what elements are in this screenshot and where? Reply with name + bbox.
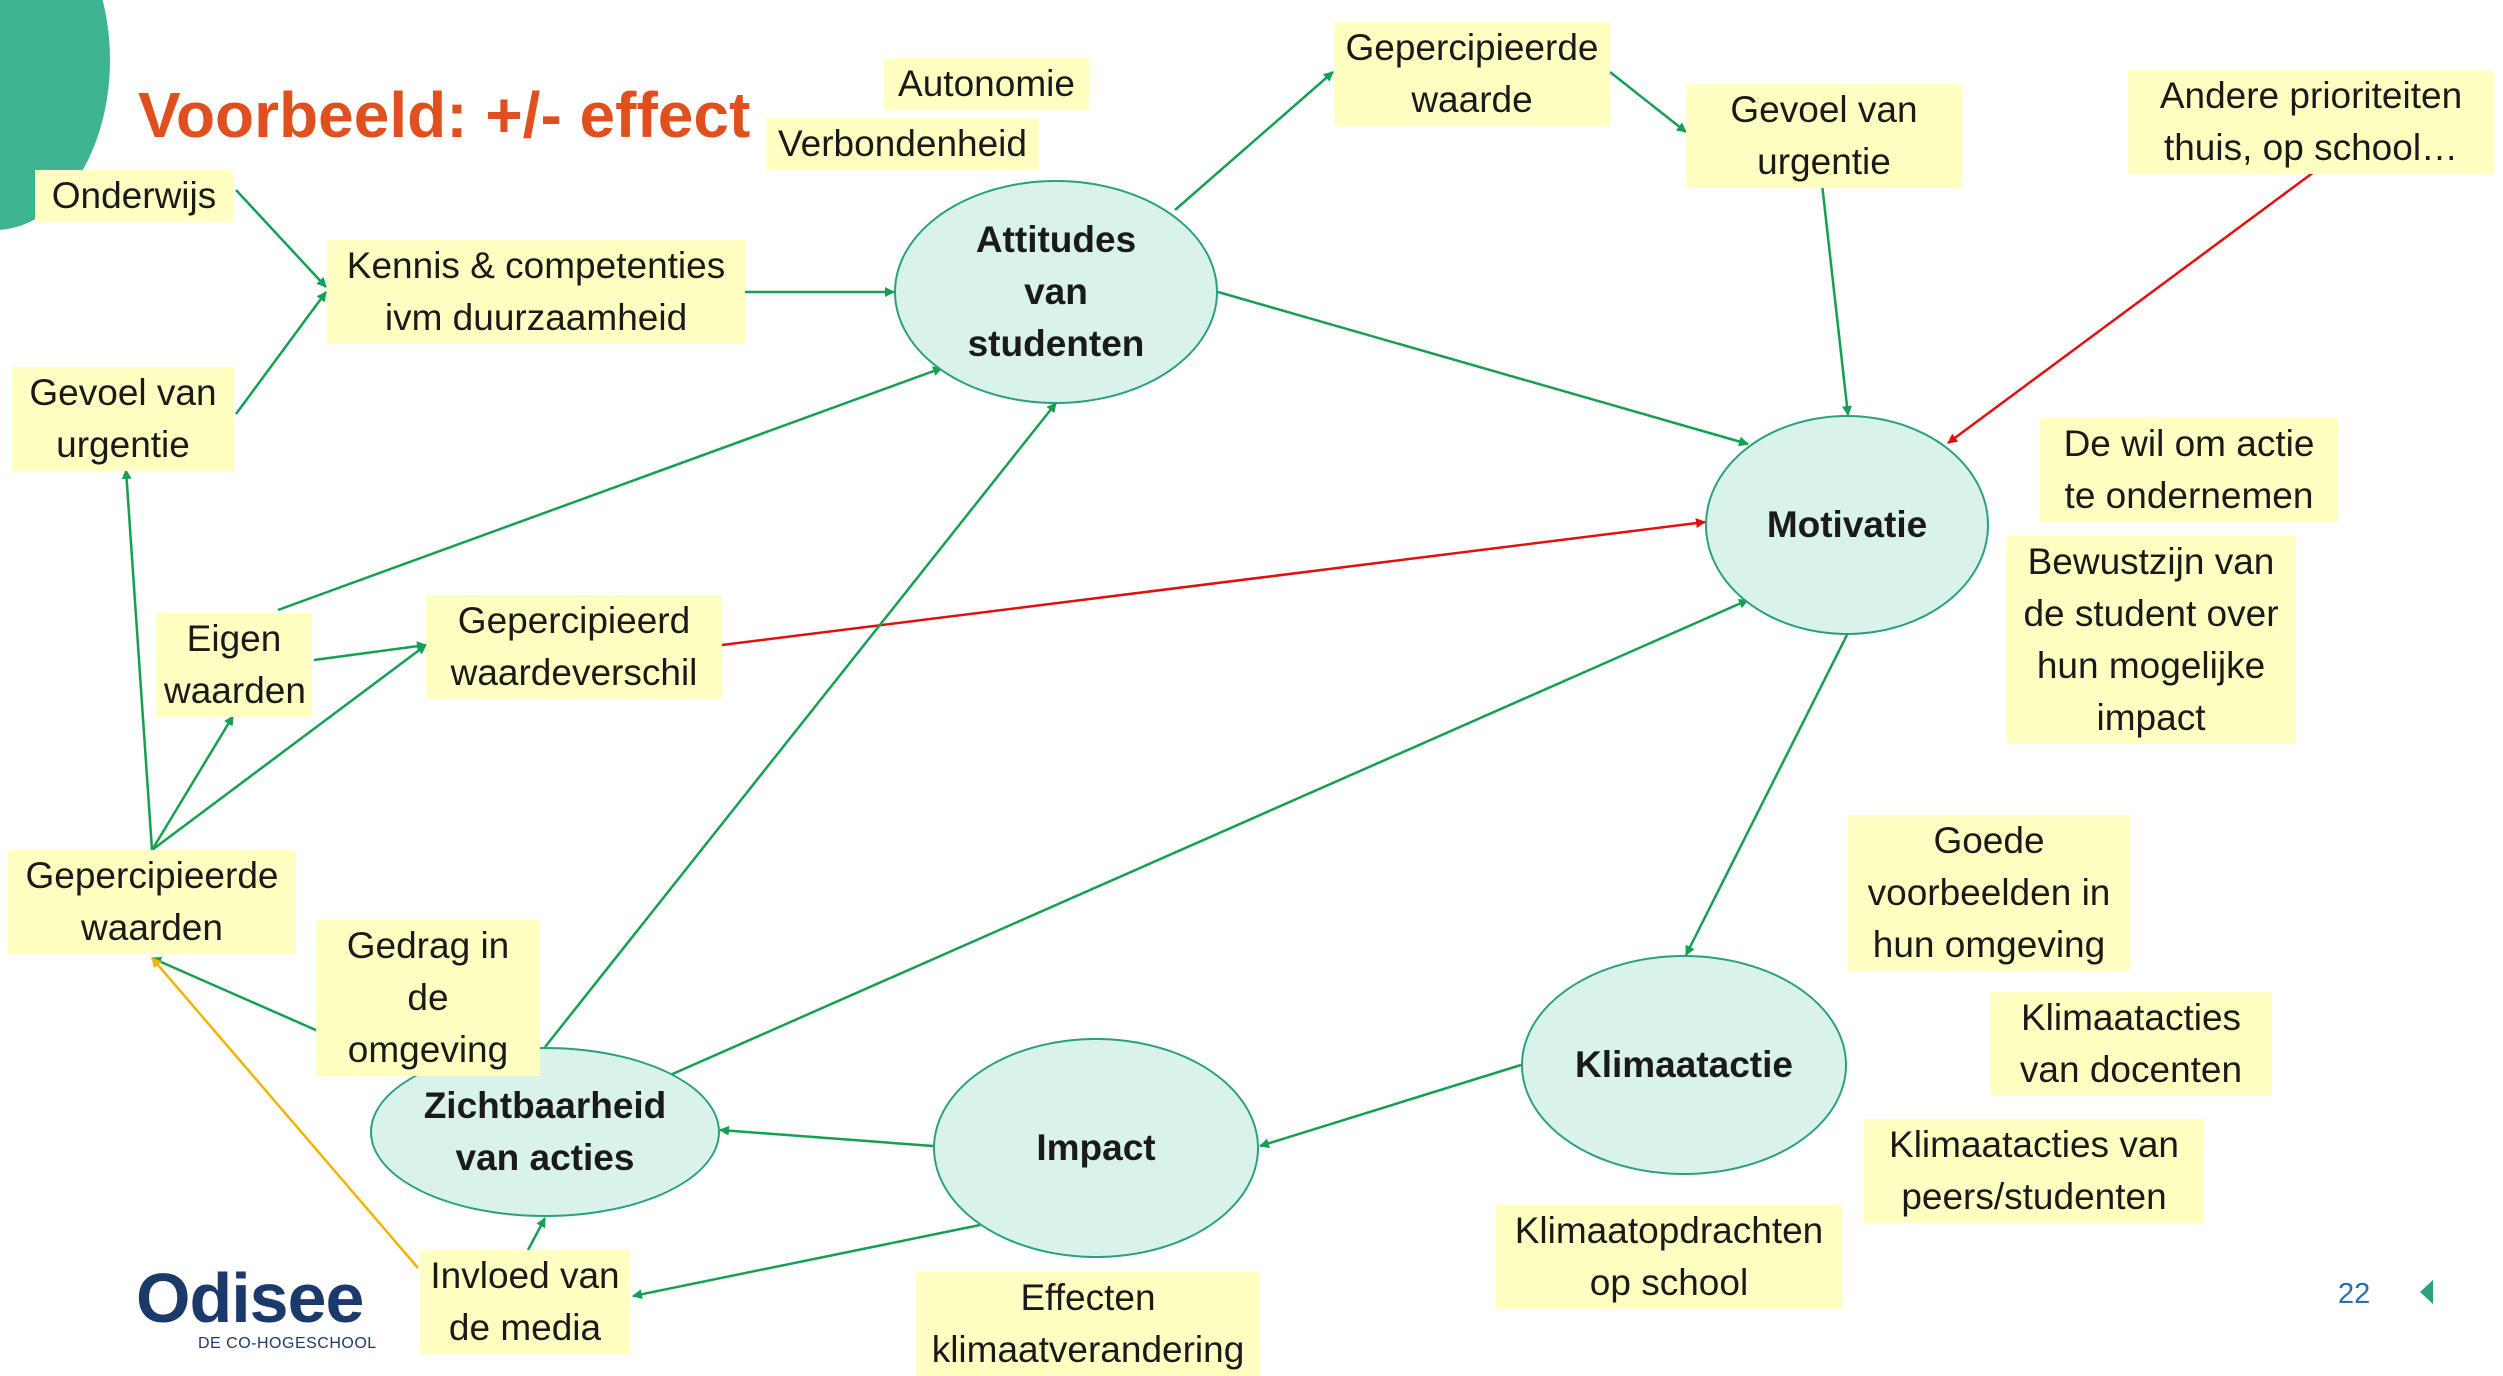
label-waardeverschil: Gepercipieerd waardeverschil — [426, 595, 722, 699]
arrow-andere-prioriteiten-to-motivatie — [1947, 170, 2315, 445]
page-number: 22 — [2338, 1278, 2371, 1310]
arrow-eigen-waarden-to-waardeverschil — [313, 641, 427, 662]
arrow-onderwijs-to-kennis — [235, 189, 327, 288]
node-label: Impact — [1036, 1127, 1156, 1168]
label-gedrag-omgeving: Gedrag in de omgeving — [316, 920, 540, 1076]
node-label: Attitudes van studenten — [967, 219, 1145, 364]
arrow-eigen-waarden-to-attitudes — [277, 366, 943, 612]
node-label: Zichtbaarheid van acties — [423, 1085, 667, 1178]
arrow-invloed-media-to-gepercipieerde-waarden — [151, 957, 419, 1269]
arrow-zichtbaarheid-to-attitudes — [544, 402, 1057, 1048]
node-impact: Impact — [933, 1038, 1259, 1258]
logo-wordmark: Odisee — [136, 1259, 364, 1337]
label-urgentie-links: Gevoel van urgentie — [12, 367, 234, 471]
arrow-zichtbaarheid-to-motivatie — [667, 598, 1749, 1078]
label-klimaatopdrachten: Klimaatopdrachten op school — [1496, 1205, 1842, 1309]
label-goede-voorbeelden: Goede voorbeelden in hun omgeving — [1848, 815, 2130, 971]
label-effecten-klimaat: Effecten klimaatverandering — [916, 1272, 1260, 1376]
arrow-gepercipieerde-waarde-to-urgentie-rechts — [1609, 71, 1687, 133]
node-attitudes: Attitudes van studenten — [894, 180, 1218, 404]
node-label: Motivatie — [1766, 504, 1928, 545]
node-zichtbaarheid: Zichtbaarheid van acties — [370, 1047, 720, 1217]
label-urgentie-rechts: Gevoel van urgentie — [1686, 84, 1962, 188]
label-gepercipieerde-waarden: Gepercipieerde waarden — [8, 850, 296, 954]
arrow-impact-to-invloed-media — [632, 1223, 981, 1300]
label-klimaatacties-docenten: Klimaatacties van docenten — [1990, 992, 2272, 1096]
label-verbondenheid: Verbondenheid — [766, 118, 1039, 170]
arrow-gepercipieerde-waarden-to-eigen-waarden — [150, 715, 235, 851]
slide-title: Voorbeeld: +/- effect — [138, 79, 751, 151]
label-bewustzijn: Bewustzijn van de student over hun mogel… — [2006, 536, 2296, 744]
label-autonomie: Autonomie — [884, 58, 1089, 110]
arrow-gepercipieerde-waarden-to-urgentie-links — [121, 469, 154, 851]
arrow-urgentie-rechts-to-motivatie — [1820, 183, 1852, 416]
arrow-gepercipieerde-waarden-to-waardeverschil — [151, 643, 427, 852]
label-wil-om-actie: De wil om actie te ondernemen — [2040, 418, 2338, 522]
arrow-motivatie-to-klimaatactie — [1684, 634, 1849, 956]
arrow-klimaatactie-to-impact — [1259, 1063, 1522, 1149]
previous-slide-icon[interactable] — [2420, 1280, 2433, 1304]
label-invloed-media: Invloed van de media — [420, 1250, 630, 1354]
arrow-attitudes-to-motivatie — [1217, 290, 1749, 447]
arrow-attitudes-to-gepercipieerde-waarde — [1174, 71, 1334, 211]
arrow-invloed-media-to-zichtbaarheid — [526, 1217, 547, 1251]
arrow-waardeverschil-to-motivatie — [721, 518, 1706, 647]
node-label: Klimaatactie — [1575, 1044, 1793, 1085]
label-onderwijs: Onderwijs — [35, 170, 233, 222]
node-klimaatactie: Klimaatactie — [1521, 955, 1847, 1175]
label-klimaatacties-peers: Klimaatacties van peers/studenten — [1864, 1119, 2204, 1223]
label-gepercipieerde-waarde: Gepercipieerde waarde — [1334, 22, 1610, 126]
label-eigen-waarden: Eigen waarden — [156, 613, 312, 717]
logo-tagline: DE CO-HOGESCHOOL — [198, 1335, 377, 1352]
arrow-impact-to-zichtbaarheid — [719, 1125, 934, 1148]
odisee-logo: Odisee DE CO-HOGESCHOOL — [136, 1262, 377, 1354]
node-motivatie: Motivatie — [1705, 415, 1989, 635]
arrow-urgentie-links-to-kennis — [234, 291, 328, 415]
label-andere-prioriteiten: Andere prioriteiten thuis, op school… — [2128, 70, 2494, 174]
label-kennis: Kennis & competenties ivm duurzaamheid — [327, 240, 745, 344]
